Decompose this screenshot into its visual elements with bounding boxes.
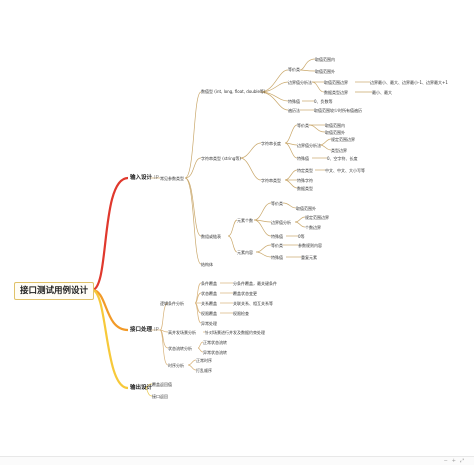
node-arr-el1[interactable]: 等价类 xyxy=(271,243,283,248)
branch-process-tag: IP xyxy=(153,327,159,333)
node-t2[interactable]: 打乱顺序 xyxy=(196,368,212,373)
node-str-valid[interactable]: 取值范围内 xyxy=(325,123,345,128)
node-str-type[interactable]: 字符串类型 xyxy=(261,178,281,183)
node-t1[interactable]: 正常时序 xyxy=(196,358,212,363)
node-l2[interactable]: 状态覆盖 xyxy=(201,291,217,296)
node-data-type[interactable]: 数据类型边界 xyxy=(324,90,348,95)
node-traverse[interactable]: 取值范围较少时所有值遍历 xyxy=(314,108,362,113)
zoom-out-icon[interactable]: − xyxy=(443,458,448,464)
node-str-equiv[interactable]: 等价类 xyxy=(297,123,309,128)
branch-process[interactable]: 接口处理 IP xyxy=(130,327,159,333)
node-edge-text[interactable]: 边界最小、最大、边界最小-1、边界最大+1 xyxy=(370,80,448,85)
node-str-b2[interactable]: 类型边界 xyxy=(331,148,347,153)
node-numeric[interactable]: 数值型 (int, long, float, double等) xyxy=(201,89,266,94)
node-logic[interactable]: 逻辑条件分析 xyxy=(160,301,184,306)
node-arr-b2[interactable]: 个数边界 xyxy=(305,225,321,230)
node-time[interactable]: 时序分析 xyxy=(168,363,184,368)
root-node[interactable]: 接口测试用例设计 xyxy=(14,282,94,300)
node-l4d[interactable]: 权限检查 xyxy=(233,311,249,316)
node-special[interactable]: 特殊值 xyxy=(288,99,300,104)
node-l1[interactable]: 条件覆盖 xyxy=(201,281,217,286)
node-boundary[interactable]: 边界值分析法 xyxy=(288,80,312,85)
node-l3d[interactable]: 关联关系、相互关系等 xyxy=(233,301,273,306)
node-arr-count[interactable]: 元素个数 xyxy=(237,218,253,223)
branch-input-tag: IP xyxy=(153,175,159,181)
node-arr-el3[interactable]: 特殊值 xyxy=(271,255,283,260)
node-s2[interactable]: 异常状态流转 xyxy=(203,350,227,355)
node-struct[interactable]: 结构体 xyxy=(201,262,213,267)
node-invalid-equiv[interactable]: 取值范围外 xyxy=(315,69,335,74)
node-str-empty[interactable]: 0、空字符、长度 xyxy=(327,156,358,161)
node-l5[interactable]: 异常处理 xyxy=(201,321,217,326)
connector-process-children xyxy=(150,282,233,371)
node-str-special[interactable]: 特殊值 xyxy=(297,156,309,161)
node-arr-e1[interactable]: 等价类 xyxy=(271,201,283,206)
connector-output-children xyxy=(144,383,153,397)
node-array[interactable]: 数组或链表 xyxy=(201,234,221,239)
node-string[interactable]: 字符串类型 (string等) xyxy=(201,156,241,161)
connector-root-output xyxy=(91,288,129,390)
node-arr-elem[interactable]: 元素内容 xyxy=(237,250,253,255)
node-s1[interactable]: 正常状态流转 xyxy=(203,340,227,345)
branch-output[interactable]: 输出设计 xyxy=(130,385,153,391)
zoom-in-icon[interactable]: + xyxy=(451,458,456,464)
bottom-toolbar: − + ⤢ xyxy=(0,456,474,465)
node-zero-neg[interactable]: 0、负数等 xyxy=(314,99,333,104)
node-traverse-label[interactable]: 遍历法 xyxy=(288,108,300,113)
fit-screen-icon[interactable]: ⤢ xyxy=(459,458,464,464)
node-conc[interactable]: 高并发场景分析 xyxy=(168,330,196,335)
node-valid-equiv[interactable]: 取值范围内 xyxy=(315,57,335,62)
node-arr-el2[interactable]: 参数规则内容 xyxy=(298,243,322,248)
node-arr-el4[interactable]: 重复元素 xyxy=(301,255,317,260)
connector-root-input xyxy=(91,176,129,292)
node-arr-sp[interactable]: 特殊值 xyxy=(271,234,283,239)
node-c1[interactable]: 针对场景进行并发及数据约束处理 xyxy=(205,330,265,335)
node-param-types[interactable]: 常见参数类型 xyxy=(160,176,184,181)
node-o1[interactable]: 覆盖返回值 xyxy=(152,382,172,387)
node-str-t4[interactable]: 数据类型 xyxy=(297,186,313,191)
node-str-len[interactable]: 字符串长度 xyxy=(261,141,281,146)
node-arr-b1[interactable]: 规定范围边界 xyxy=(305,215,329,220)
node-minmax[interactable]: 最小、最大 xyxy=(372,90,392,95)
node-l1d[interactable]: 分条件覆盖，最关键条件 xyxy=(233,281,277,286)
node-str-boundary[interactable]: 边界值分析法 xyxy=(297,143,321,148)
node-arr-e2[interactable]: 取值范围外 xyxy=(296,206,316,211)
node-str-invalid[interactable]: 取值范围外 xyxy=(325,130,345,135)
node-str-t2[interactable]: 中文、中文、大小写等 xyxy=(325,168,365,173)
connector-input-children xyxy=(150,58,372,265)
node-equiv[interactable]: 等价类 xyxy=(288,67,300,72)
node-l3[interactable]: 关系覆盖 xyxy=(201,301,217,306)
node-str-t1[interactable]: 特定类型 xyxy=(297,168,313,173)
branch-input[interactable]: 输入设计 IP xyxy=(130,175,159,181)
node-str-b1[interactable]: 规定范围边界 xyxy=(331,137,355,142)
node-o2[interactable]: 接口返回 xyxy=(152,394,168,399)
node-arr-b[interactable]: 边界值分析 xyxy=(271,220,291,225)
node-arr-0[interactable]: 0等 xyxy=(298,234,305,239)
node-l4[interactable]: 权限覆盖 xyxy=(201,311,217,316)
node-l2d[interactable]: 覆盖状态变更 xyxy=(233,291,257,296)
node-state[interactable]: 状态流转分析 xyxy=(168,346,192,351)
node-str-t3[interactable]: 特殊字符 xyxy=(297,178,313,183)
node-in-boundary[interactable]: 取值范围边界 xyxy=(324,80,348,85)
